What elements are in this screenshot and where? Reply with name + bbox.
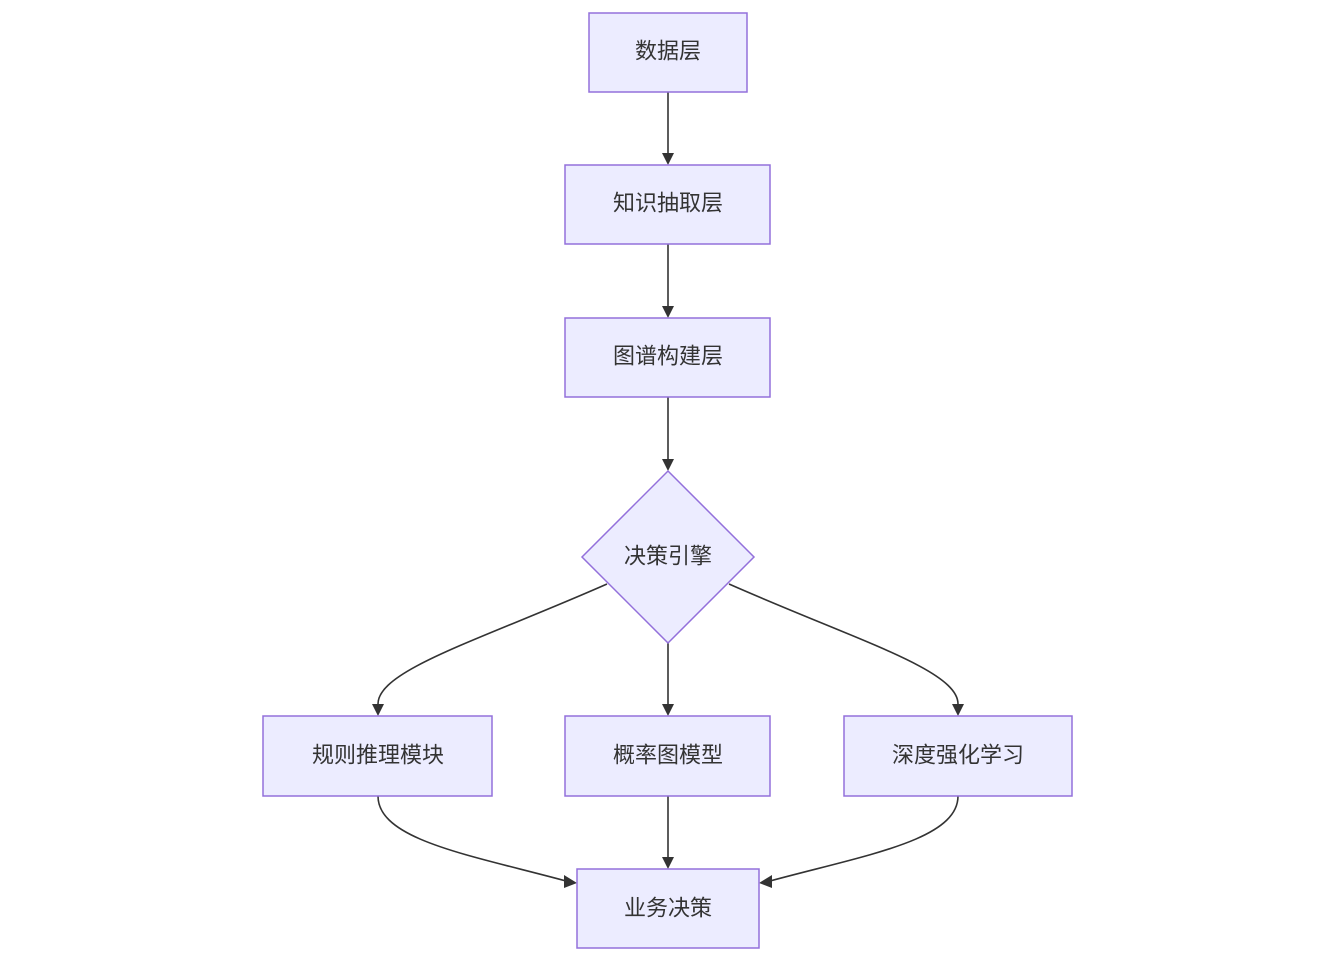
arrowhead-drl [952,704,964,716]
node-label: 图谱构建层 [613,345,723,370]
arrowhead-graph [662,306,674,318]
edge-rule-to-business [377,795,567,882]
node-label: 概率图模型 [613,744,723,769]
node-deep-reinforcement-learning[interactable]: 深度强化学习 [843,715,1073,797]
node-label: 数据层 [635,40,701,65]
node-graph-construction[interactable]: 图谱构建层 [564,317,771,398]
edge-engine-to-drl [728,583,959,705]
arrowhead-prob [662,704,674,716]
arrowhead-rule [372,704,384,716]
edges [372,92,964,888]
node-label: 业务决策 [624,897,712,922]
arrowhead-business-right [759,875,772,888]
edge-engine-to-rule [377,583,608,705]
node-label: 决策引擎 [624,545,712,570]
node-label: 规则推理模块 [312,744,444,769]
node-decision-engine[interactable]: 决策引擎 [580,469,756,645]
nodes: 数据层 知识抽取层 图谱构建层 决策引擎 规则推理模块 概率图模型 深度强化学习 [262,12,1073,949]
edge-drl-to-business [769,795,959,882]
arrowhead-extraction [662,153,674,165]
node-business-decision[interactable]: 业务决策 [576,868,760,949]
node-data-layer[interactable]: 数据层 [588,12,748,93]
node-probabilistic-graphical-model[interactable]: 概率图模型 [564,715,771,797]
arrowhead-engine [662,459,674,471]
arrowhead-business-left [564,875,577,888]
arrowhead-business-center [662,857,674,869]
node-label: 深度强化学习 [892,744,1024,769]
node-knowledge-extraction[interactable]: 知识抽取层 [564,164,771,245]
node-label: 知识抽取层 [613,192,723,217]
node-rule-reasoning[interactable]: 规则推理模块 [262,715,493,797]
